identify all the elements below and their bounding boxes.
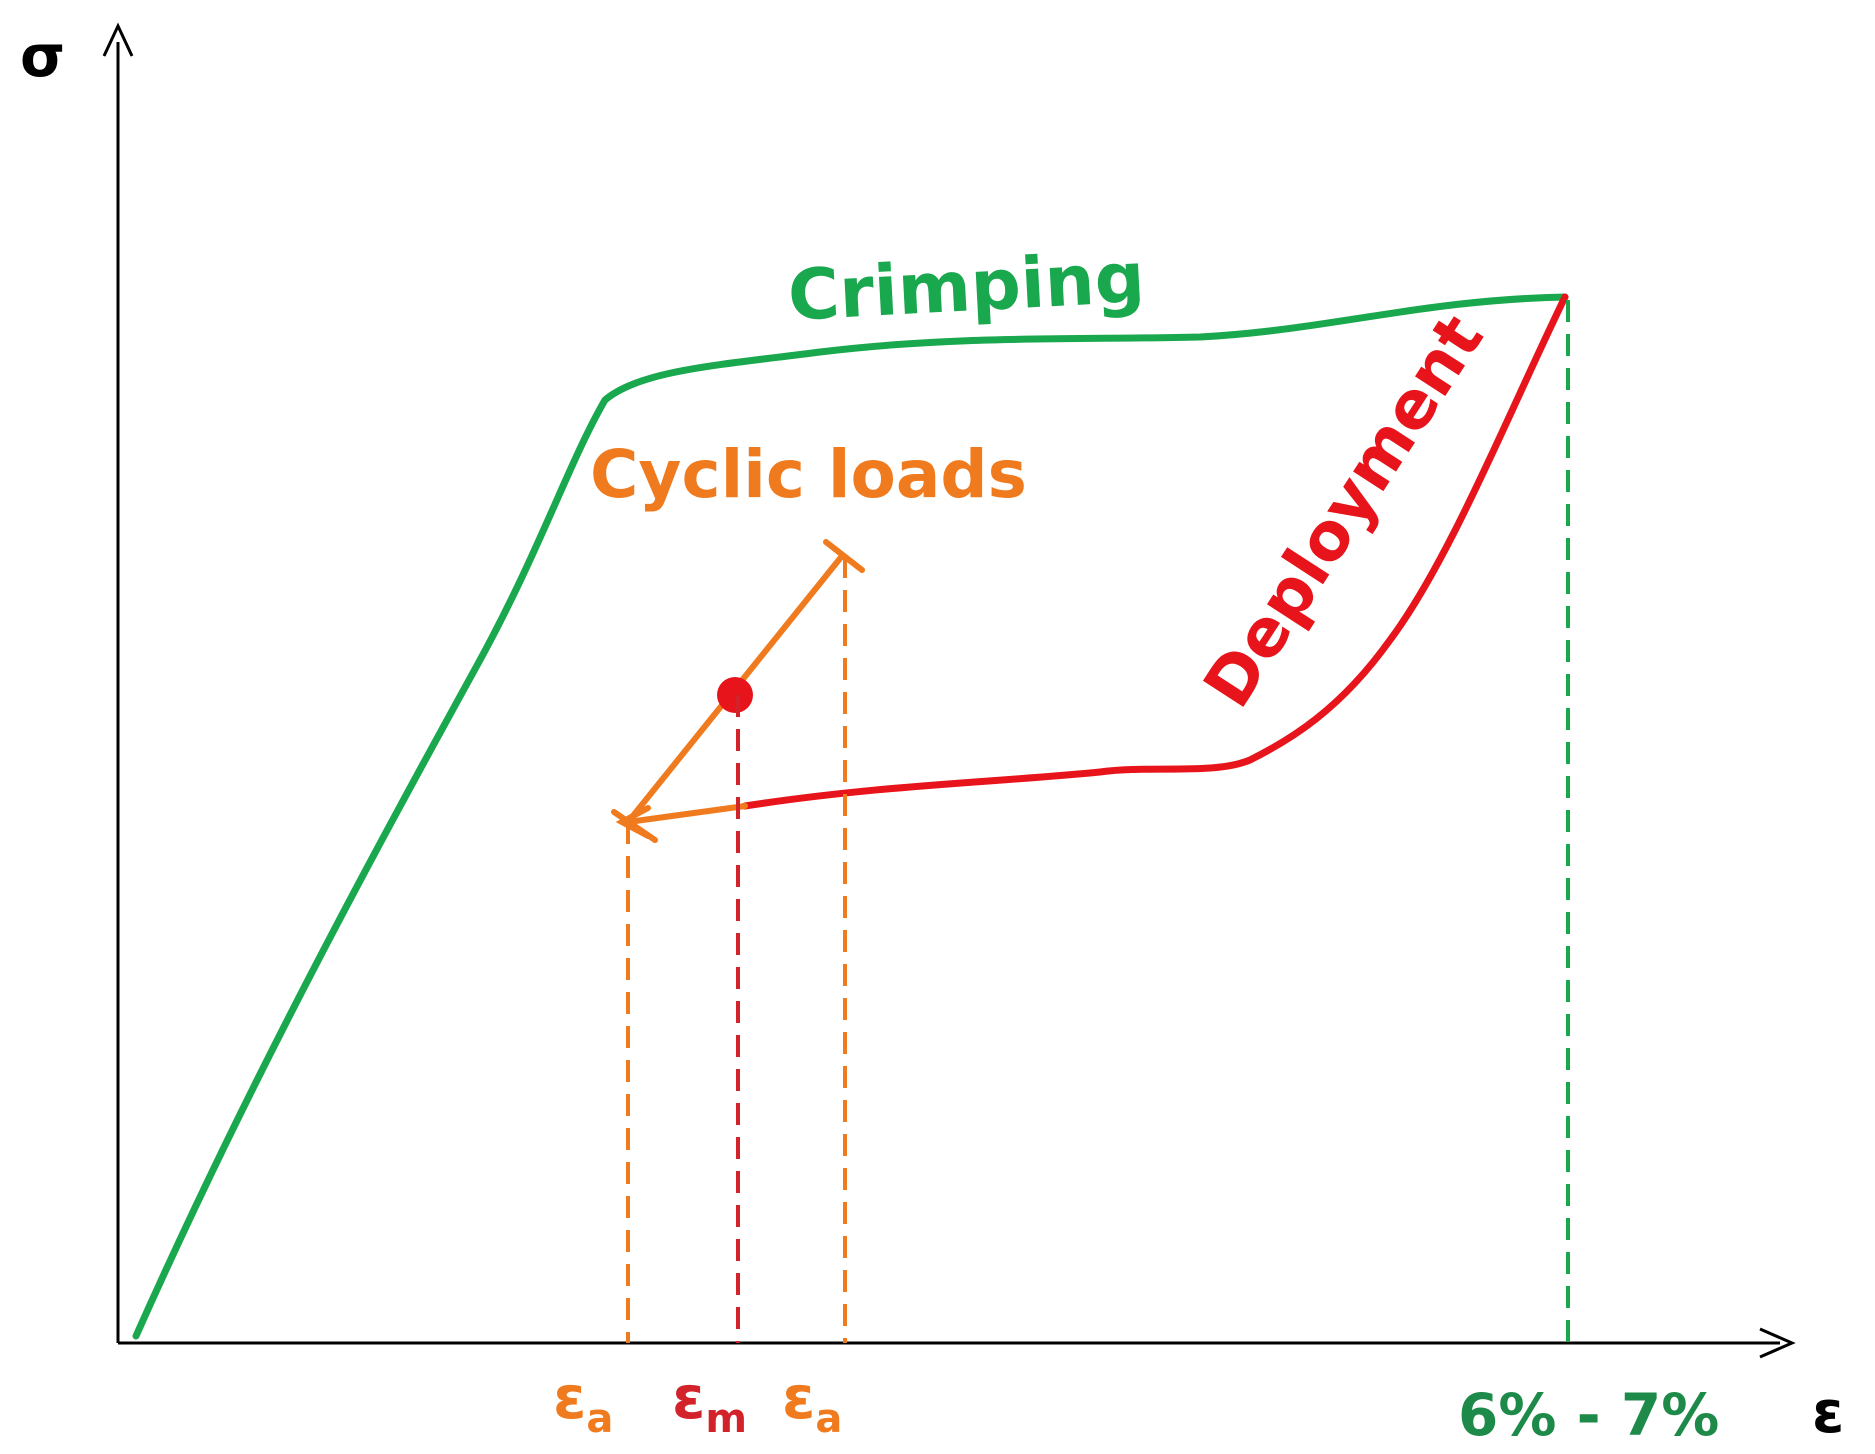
- tick-eps-a-left: εa: [553, 1363, 613, 1442]
- crimping-label: Crimping: [786, 236, 1147, 337]
- crimping-curve: [132, 293, 1569, 1340]
- deployment-label: Deployment: [1189, 301, 1499, 720]
- cyclic-unload-line: [625, 803, 748, 825]
- deployment-curve: [741, 293, 1569, 810]
- y-axis-arrowhead: [102, 22, 134, 57]
- tick-strain-range: 6% - 7%: [1458, 1381, 1719, 1449]
- tick-eps-a-right: εa: [782, 1363, 842, 1442]
- tick-eps-m: εm: [672, 1363, 747, 1442]
- x-axis-label: ε: [1812, 1378, 1844, 1446]
- mean-strain-point: [717, 677, 753, 713]
- cyclic-loads-label: Cyclic loads: [590, 436, 1027, 513]
- cyclic-arrowhead: [615, 805, 651, 839]
- x-axis-arrowhead: [1759, 1327, 1796, 1359]
- y-axis-label: σ: [20, 22, 65, 90]
